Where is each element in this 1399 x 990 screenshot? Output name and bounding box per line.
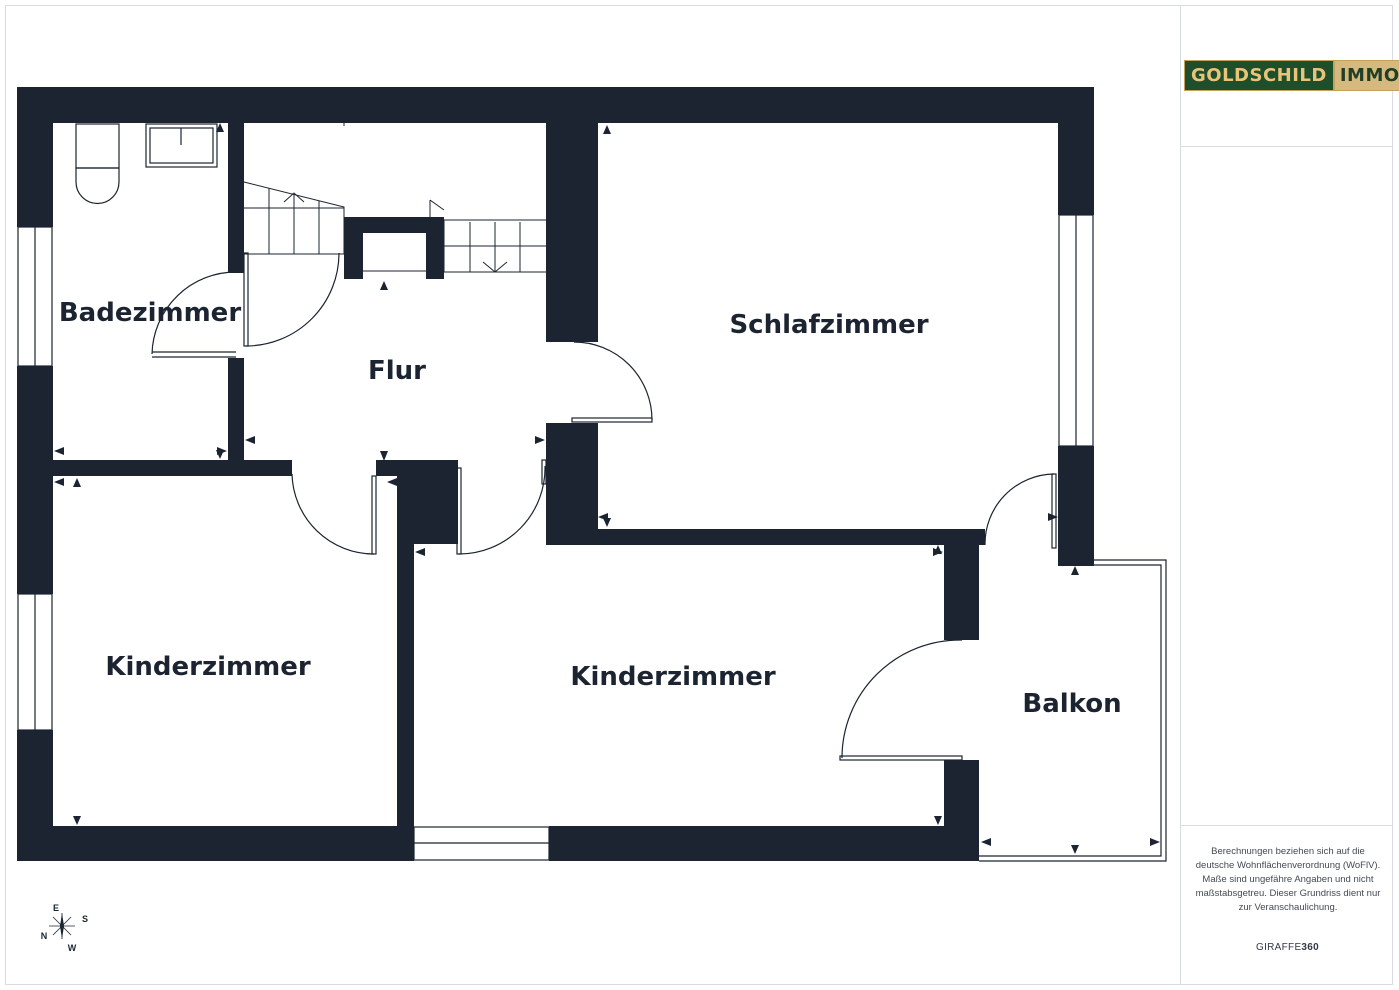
- door-hall-top: [243, 252, 249, 347]
- wall-bottom-1: [17, 826, 414, 861]
- stairs: [243, 123, 546, 273]
- logo-part-1: GOLDSCHILD: [1184, 60, 1334, 91]
- balcony-railing: [979, 559, 1167, 862]
- compass-west: W: [68, 943, 77, 953]
- disclaimer-text: Berechnungen beziehen sich auf die deuts…: [1195, 846, 1381, 913]
- door-bedroom: [571, 417, 653, 423]
- sheet-frame: [5, 5, 1393, 985]
- compass-north: N: [41, 931, 48, 941]
- wall-left-1: [17, 87, 53, 227]
- room-label-bedroom: Schlafzimmer: [729, 310, 928, 340]
- door-kids-left: [371, 475, 377, 555]
- wall-kids-divider: [397, 460, 414, 860]
- doors: [151, 252, 1057, 761]
- dimension-markers: [54, 123, 1160, 854]
- logo-part-2: IMMO: [1333, 60, 1399, 91]
- wall-left-2: [17, 366, 53, 594]
- wall-bottom-2: [549, 826, 979, 861]
- compass-east: E: [53, 903, 59, 913]
- bathroom-fixtures: [75, 123, 218, 205]
- wall-bath-hall-2: [228, 358, 244, 476]
- wall-hall-pillar: [397, 460, 458, 544]
- sidebar-divider-bottom: [1181, 825, 1393, 826]
- brand-logo: GOLDSCHILD IMMO: [1184, 60, 1399, 91]
- wall-top: [17, 87, 1094, 123]
- walls: [17, 87, 1094, 861]
- sidebar-divider-top: [1181, 146, 1393, 147]
- wall-right-2: [1058, 446, 1094, 566]
- door-balcony-top: [1051, 473, 1057, 549]
- room-label-bath: Badezimmer: [59, 298, 241, 328]
- windows: [17, 214, 1094, 861]
- wall-bath-kids: [53, 460, 292, 476]
- wall-right-1: [1058, 87, 1094, 215]
- info-sidebar: GOLDSCHILD IMMO Berechnungen beziehen si…: [1180, 5, 1399, 985]
- stair-block-right: [426, 217, 444, 279]
- wall-bed-kids: [546, 529, 985, 545]
- wall-kids-balcony-2: [944, 760, 979, 861]
- toilet-tank: [75, 123, 120, 169]
- room-label-kids-right: Kinderzimmer: [570, 662, 775, 692]
- stair-block-top: [344, 217, 444, 233]
- credit-text: GIRAFFE360: [1181, 942, 1394, 953]
- credit-suffix: 360: [1301, 942, 1320, 953]
- door-kids-balcony: [839, 755, 963, 761]
- room-label-balcony: Balkon: [1022, 689, 1121, 719]
- wall-hall-bed-2: [546, 423, 598, 545]
- room-label-hall: Flur: [368, 356, 426, 386]
- floor-plan: Badezimmer Flur Schlafzimmer Kinderzimme…: [17, 87, 1167, 953]
- credit-prefix: GIRAFFE: [1255, 942, 1302, 953]
- wall-hall-bed-1: [546, 123, 598, 342]
- compass-south: S: [82, 914, 88, 924]
- toilet-bowl: [75, 167, 120, 205]
- stair-block-left: [344, 217, 363, 279]
- wall-bath-hall-1: [228, 123, 244, 273]
- sink: [145, 123, 218, 168]
- compass-rose-icon: E S N W: [41, 903, 88, 953]
- wall-kids-balcony-1: [944, 529, 979, 640]
- room-label-kids-left: Kinderzimmer: [105, 652, 310, 682]
